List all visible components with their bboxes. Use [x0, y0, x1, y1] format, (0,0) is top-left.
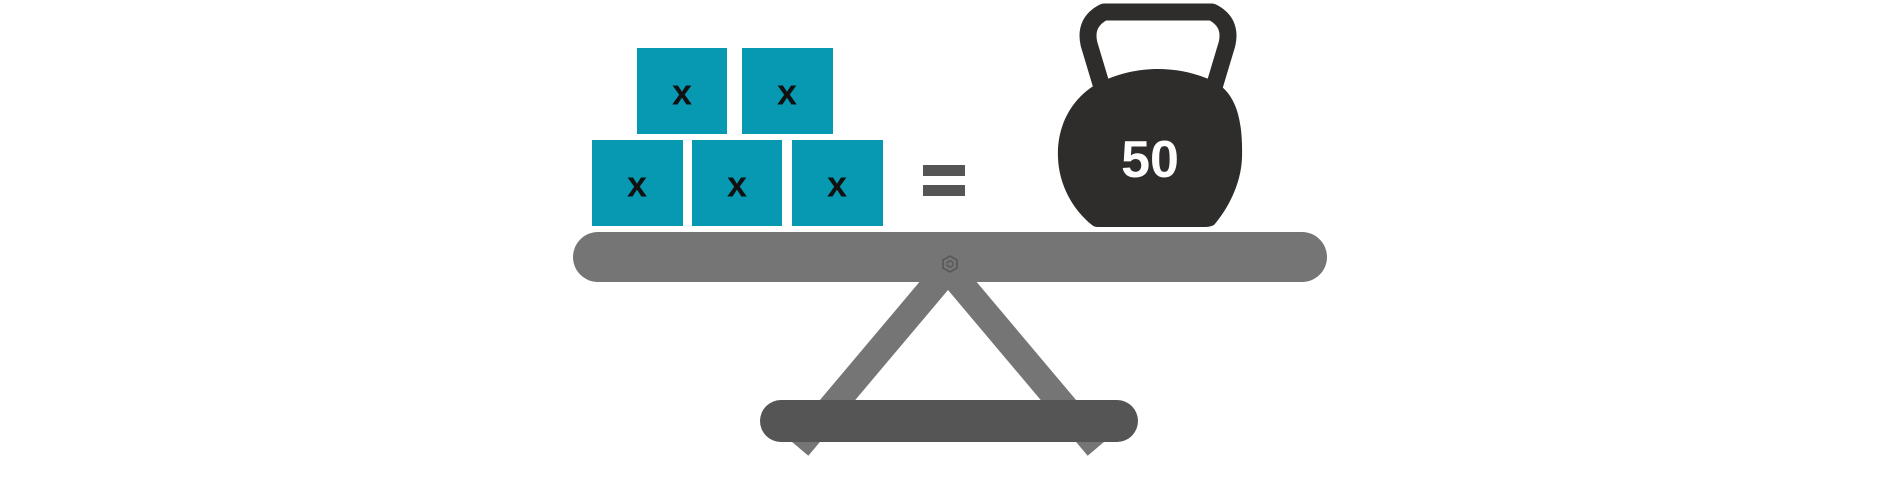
- variable-box-label: x: [727, 164, 747, 205]
- kettlebell-icon: 50: [1057, 3, 1243, 227]
- kettlebell-handle: [1079, 3, 1237, 103]
- variable-box: x: [692, 140, 782, 226]
- variable-box: x: [592, 140, 683, 226]
- variable-box: x: [742, 48, 833, 134]
- variable-box-label: x: [672, 72, 692, 113]
- variable-box: x: [792, 140, 883, 226]
- variable-box-label: x: [827, 164, 847, 205]
- pivot-bolt-icon: [942, 255, 958, 273]
- equals-sign: [923, 165, 965, 196]
- weight-value: 50: [1121, 131, 1179, 189]
- left-pan-boxes: x x x x x: [592, 48, 883, 226]
- scale-base: [760, 400, 1138, 442]
- scale-beam: [573, 232, 1327, 282]
- variable-box: x: [637, 48, 727, 134]
- variable-box-label: x: [627, 164, 647, 205]
- variable-box-label: x: [777, 72, 797, 113]
- kettlebell-body: [1057, 69, 1243, 227]
